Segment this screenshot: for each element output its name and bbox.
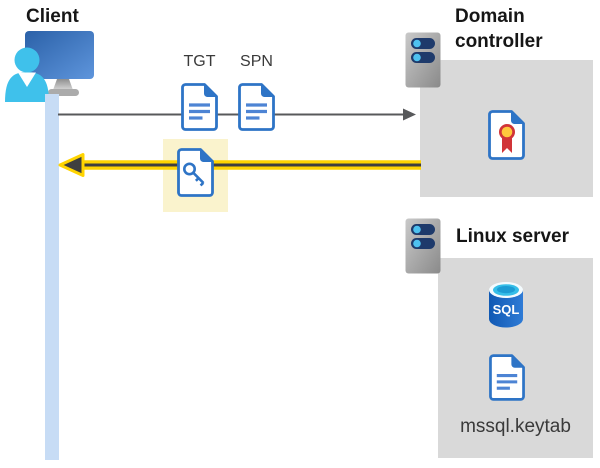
client-monitor-icon [5, 31, 94, 102]
keytab-file-icon [489, 354, 525, 401]
tgt-ticket-icon [181, 83, 218, 131]
monitor-stand [53, 79, 73, 90]
linux-server-label: Linux server [456, 226, 569, 247]
sql-badge-text: SQL [493, 302, 520, 317]
linux-server-icon [405, 218, 441, 274]
spn-ticket-icon [238, 83, 275, 131]
response-arrow [58, 153, 421, 177]
domain-controller-server-icon [405, 32, 441, 88]
keytab-filename: mssql.keytab [460, 416, 571, 437]
monitor-screen [25, 31, 94, 79]
client-label: Client [26, 6, 79, 27]
tgt-label: TGT [183, 53, 216, 70]
client-lifeline [45, 94, 59, 460]
user-icon [5, 47, 49, 102]
key-icon [183, 162, 205, 187]
request-arrow [58, 108, 416, 121]
sql-database-icon: SQL [489, 282, 523, 328]
certificate-icon [488, 110, 525, 160]
domain-controller-label: Domain controller [455, 6, 543, 52]
ribbon-rosette [499, 124, 515, 153]
key-ticket-icon [177, 148, 214, 197]
spn-label: SPN [240, 53, 273, 70]
